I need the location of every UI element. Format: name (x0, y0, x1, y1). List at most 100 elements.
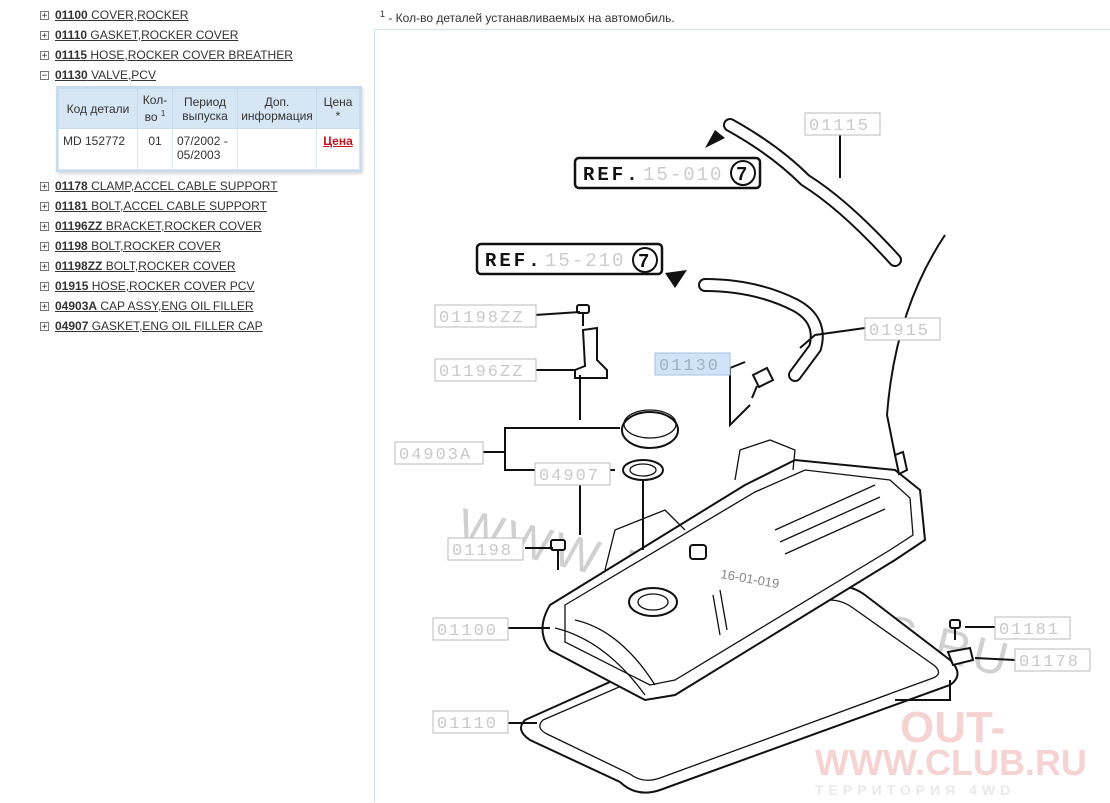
svg-text:15-010: 15-010 (643, 164, 723, 186)
expand-icon[interactable]: + (40, 181, 49, 192)
part-link[interactable]: 01130 VALVE,PCV (55, 66, 156, 84)
svg-text:01198: 01198 (452, 542, 513, 561)
part-name: GASKET,ENG OIL FILLER CAP (91, 319, 263, 333)
tree-item-04903A[interactable]: +04903A CAP ASSY,ENG OIL FILLER (40, 296, 370, 316)
tree-item-01915[interactable]: +01915 HOSE,ROCKER COVER PCV (40, 276, 370, 296)
svg-text:01178: 01178 (1019, 653, 1080, 672)
svg-text:04907: 04907 (539, 467, 600, 486)
header-code: Код детали (58, 88, 138, 129)
header-qty: Кол-во 1 (137, 88, 173, 129)
expand-icon[interactable]: + (40, 201, 49, 212)
part-link[interactable]: 01100 COVER,ROCKER (55, 6, 188, 24)
callout-01178[interactable]: 01178 (1014, 648, 1091, 672)
tree-item-01100[interactable]: +01100 COVER,ROCKER (40, 5, 370, 25)
tree-item-01198ZZ[interactable]: +01198ZZ BOLT,ROCKER COVER (40, 256, 370, 276)
ref-label-1: REF. 15-010 7 (573, 156, 762, 190)
svg-text:01130: 01130 (659, 357, 720, 376)
arrow-icon (665, 270, 687, 288)
cell-period: 07/2002 - 05/2003 (172, 128, 238, 170)
part-code: 01110 (55, 28, 88, 42)
svg-text:ТЕРРИТОРИЯ 4WD: ТЕРРИТОРИЯ 4WD (815, 782, 1015, 798)
tree-item-01115[interactable]: +01115 HOSE,ROCKER COVER BREATHER (40, 45, 370, 65)
parts-diagram: WWW.JAPANCATS.RU 16-01-019 (374, 29, 1110, 802)
cell-qty: 01 (137, 128, 173, 170)
svg-text:01915: 01915 (869, 322, 930, 341)
expand-icon[interactable]: + (40, 261, 49, 272)
expand-icon[interactable]: + (40, 281, 49, 292)
callout-01198ZZ[interactable]: 01198ZZ (434, 304, 537, 328)
svg-text:01110: 01110 (437, 715, 498, 734)
part-code: 01115 (55, 48, 88, 62)
cell-price: Цена (316, 128, 360, 170)
part-link[interactable]: 01110 GASKET,ROCKER COVER (55, 26, 238, 44)
part-link[interactable]: 01115 HOSE,ROCKER COVER BREATHER (55, 46, 293, 64)
callout-01196ZZ[interactable]: 01196ZZ (434, 358, 537, 382)
part-link[interactable]: 01196ZZ BRACKET,ROCKER COVER (55, 217, 262, 235)
svg-text:01181: 01181 (999, 621, 1060, 640)
callout-01130[interactable]: 01130 (654, 352, 731, 376)
svg-text:01198ZZ: 01198ZZ (439, 309, 524, 328)
part-link[interactable]: 01181 BOLT,ACCEL CABLE SUPPORT (55, 197, 267, 215)
part-link[interactable]: 01178 CLAMP,ACCEL CABLE SUPPORT (55, 177, 278, 195)
tree-item-01110[interactable]: +01110 GASKET,ROCKER COVER (40, 25, 370, 45)
part-link[interactable]: 04907 GASKET,ENG OIL FILLER CAP (55, 317, 263, 335)
oil-cap-shape (621, 411, 679, 449)
part-code: 01196ZZ (55, 219, 103, 233)
expand-icon[interactable]: + (40, 50, 49, 61)
cell-info (237, 128, 317, 170)
collapse-icon[interactable]: − (40, 70, 49, 81)
part-name: VALVE,PCV (91, 68, 156, 82)
diagram-svg: WWW.JAPANCATS.RU 16-01-019 (394, 112, 1091, 798)
svg-text:REF.: REF. (583, 164, 641, 186)
part-name: HOSE,ROCKER COVER PCV (91, 279, 255, 293)
part-name: BOLT,ROCKER COVER (91, 239, 221, 253)
tree-item-01196ZZ[interactable]: +01196ZZ BRACKET,ROCKER COVER (40, 216, 370, 236)
callout-01110[interactable]: 01110 (432, 710, 509, 734)
part-link[interactable]: 01198ZZ BOLT,ROCKER COVER (55, 257, 236, 275)
qty-footnote: 1 - Кол-во деталей устанавливаемых на ав… (380, 9, 675, 25)
tree-item-01130[interactable]: −01130 VALVE,PCV (40, 65, 370, 85)
expand-icon[interactable]: + (40, 10, 49, 21)
price-link[interactable]: Цена (323, 134, 353, 148)
part-code: 01915 (55, 279, 89, 293)
part-name: GASKET,ROCKER COVER (90, 28, 239, 42)
part-code: 01181 (55, 199, 88, 213)
part-link[interactable]: 01198 BOLT,ROCKER COVER (55, 237, 221, 255)
expand-icon[interactable]: + (40, 241, 49, 252)
tree-item-01181[interactable]: +01181 BOLT,ACCEL CABLE SUPPORT (40, 196, 370, 216)
part-code: 01198 (55, 239, 88, 253)
part-code: 01178 (55, 179, 88, 193)
expand-icon[interactable]: + (40, 221, 49, 232)
part-name: CAP ASSY,ENG OIL FILLER (100, 299, 254, 313)
bolt-01198-shape (550, 539, 566, 551)
callout-01100[interactable]: 01100 (432, 617, 509, 641)
svg-text:7: 7 (736, 164, 750, 186)
part-name: HOSE,ROCKER COVER BREATHER (90, 48, 293, 62)
expand-icon[interactable]: + (40, 321, 49, 332)
svg-text:04903A: 04903A (399, 446, 472, 465)
part-code: 01100 (55, 8, 88, 22)
expand-icon[interactable]: + (40, 30, 49, 41)
watermark-outclub: OUT- WWW.CLUB.RU ТЕРРИТОРИЯ 4WD (815, 703, 1087, 798)
header-period: Период выпуска (172, 88, 238, 129)
part-link[interactable]: 04903A CAP ASSY,ENG OIL FILLER (55, 297, 254, 315)
svg-text:REF.: REF. (485, 250, 543, 272)
part-name: CLAMP,ACCEL CABLE SUPPORT (91, 179, 278, 193)
callout-01915[interactable]: 01915 (864, 317, 941, 341)
callout-01181[interactable]: 01181 (994, 616, 1071, 640)
tree-item-01178[interactable]: +01178 CLAMP,ACCEL CABLE SUPPORT (40, 176, 370, 196)
callout-04907[interactable]: 04907 (534, 462, 611, 486)
tree-item-04907[interactable]: +04907 GASKET,ENG OIL FILLER CAP (40, 316, 370, 336)
part-link[interactable]: 01915 HOSE,ROCKER COVER PCV (55, 277, 254, 295)
part-name: BRACKET,ROCKER COVER (105, 219, 262, 233)
pcv-valve-shape (751, 366, 775, 389)
callout-01198[interactable]: 01198 (447, 537, 524, 561)
callout-01115[interactable]: 01115 (804, 112, 881, 136)
ref-label-2: REF. 15-210 7 (475, 242, 664, 276)
svg-text:OUT-: OUT- (900, 703, 1005, 752)
svg-text:01196ZZ: 01196ZZ (439, 363, 524, 382)
part-name: COVER,ROCKER (91, 8, 189, 22)
callout-04903A[interactable]: 04903A (394, 441, 484, 465)
tree-item-01198[interactable]: +01198 BOLT,ROCKER COVER (40, 236, 370, 256)
expand-icon[interactable]: + (40, 301, 49, 312)
